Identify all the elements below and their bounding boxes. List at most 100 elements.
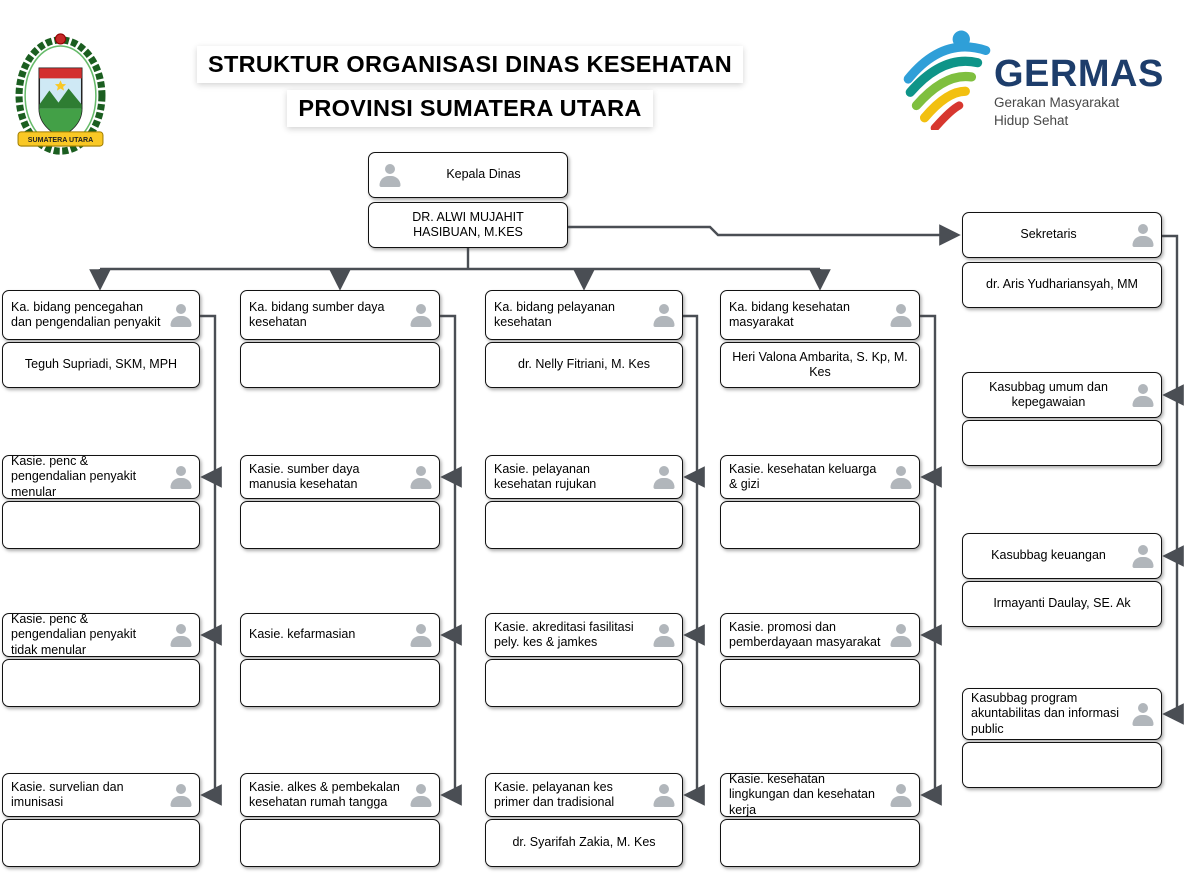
page-title-line1: STRUKTUR ORGANISASI DINAS KESEHATAN (196, 46, 744, 83)
bidang-2-title: Ka. bidang pelayanan kesehatan (494, 299, 615, 329)
bidang-3-title: Ka. bidang kesehatan masyarakat (729, 299, 850, 329)
kasie-1-1-name-box (240, 659, 440, 707)
kepala-dinas-title: Kepala Dinas (446, 167, 521, 182)
bidang-3-title-box: Ka. bidang kesehatan masyarakat (720, 290, 920, 340)
germas-figure-icon (903, 30, 991, 130)
kasie-3-1-title-box: Kasie. promosi dan pemberdayaan masyarak… (720, 613, 920, 657)
bidang-1-title: Ka. bidang sumber daya kesehatan (249, 299, 385, 329)
germas-text: GERMAS Gerakan Masyarakat Hidup Sehat (994, 55, 1164, 129)
kasie-1-2-title-box: Kasie. alkes & pembekalan kesehatan ruma… (240, 773, 440, 817)
kasie-3-2-title: Kasie. kesehatan lingkungan dan kesehata… (729, 772, 875, 817)
person-icon (168, 784, 193, 807)
person-icon (888, 304, 913, 327)
bidang-0-title: Ka. bidang pencegahan dan pengendalian p… (11, 299, 161, 329)
person-icon (408, 784, 433, 807)
kasie-3-1-title: Kasie. promosi dan pemberdayaan masyarak… (729, 619, 881, 649)
kasubbag-1-title: Kasubbag keuangan (991, 548, 1106, 563)
bidang-3-name: Heri Valona Ambarita, S. Kp, M. Kes (732, 349, 908, 379)
germas-tagline-line1: Gerakan Masyarakat (994, 95, 1120, 110)
kasie-3-2-title-box: Kasie. kesehatan lingkungan dan kesehata… (720, 772, 920, 817)
kasie-2-0-title: Kasie. pelayanan kesehatan rujukan (494, 461, 597, 491)
bidang-0-name: Teguh Supriadi, SKM, MPH (24, 357, 178, 372)
person-icon (168, 466, 193, 489)
person-icon (888, 784, 913, 807)
kasie-0-2-title-box: Kasie. survelian dan imunisasi (2, 773, 200, 817)
kepala-dinas-title-box: Kepala Dinas (368, 152, 568, 198)
kasubbag-1-name-box: Irmayanti Daulay, SE. Ak (962, 581, 1162, 627)
person-icon (1130, 545, 1155, 568)
person-icon (1130, 384, 1155, 407)
kasie-3-0-name-box (720, 501, 920, 549)
sekretaris-title: Sekretaris (1020, 227, 1077, 242)
kasie-2-2-name: dr. Syarifah Zakia, M. Kes (512, 835, 656, 850)
person-icon (1130, 224, 1155, 247)
kasie-0-2-title: Kasie. survelian dan imunisasi (11, 779, 124, 809)
kasie-1-1-title-box: Kasie. kefarmasian (240, 613, 440, 657)
bidang-1-title-box: Ka. bidang sumber daya kesehatan (240, 290, 440, 340)
kasubbag-0-title-box: Kasubbag umum dan kepegawaian (962, 372, 1162, 418)
bidang-2-name-box: dr. Nelly Fitriani, M. Kes (485, 342, 683, 388)
kasie-1-1-title: Kasie. kefarmasian (249, 627, 356, 642)
bidang-2-name: dr. Nelly Fitriani, M. Kes (518, 357, 650, 372)
sekretaris-name: dr. Aris Yudhariansyah, MM (986, 277, 1138, 292)
person-icon (408, 466, 433, 489)
kasie-2-2-title: Kasie. pelayanan kes primer dan tradisio… (494, 779, 615, 809)
kepala-dinas-name-box: DR. ALWI MUJAHIT HASIBUAN, M.KES (368, 202, 568, 248)
kasie-1-2-title: Kasie. alkes & pembekalan kesehatan ruma… (249, 779, 400, 809)
kasie-1-0-name-box (240, 501, 440, 549)
bidang-1-name-box (240, 342, 440, 388)
germas-wordmark: GERMAS (994, 53, 1164, 95)
kasie-0-0-title: Kasie. penc & pengendalian penyakit menu… (11, 454, 137, 499)
person-icon (168, 624, 193, 647)
kasubbag-2-title-box: Kasubbag program akuntabilitas dan infor… (962, 688, 1162, 740)
kasie-0-2-name-box (2, 819, 200, 867)
sumut-coat-of-arms-logo: SUMATERA UTARA (15, 33, 106, 155)
person-icon (888, 624, 913, 647)
bidang-0-name-box: Teguh Supriadi, SKM, MPH (2, 342, 200, 388)
kasubbag-0-title: Kasubbag umum dan kepegawaian (989, 379, 1108, 409)
kasie-1-2-name-box (240, 819, 440, 867)
person-icon (651, 624, 676, 647)
page-title: STRUKTUR ORGANISASI DINAS KESEHATAN PROV… (168, 46, 772, 134)
kasie-0-0-name-box (2, 501, 200, 549)
kasie-3-1-name-box (720, 659, 920, 707)
bidang-2-title-box: Ka. bidang pelayanan kesehatan (485, 290, 683, 340)
kasie-1-0-title: Kasie. sumber daya manusia kesehatan (249, 461, 360, 491)
kasie-0-1-title-box: Kasie. penc & pengendalian penyakit tida… (2, 612, 200, 657)
person-icon (377, 164, 402, 187)
person-icon (168, 304, 193, 327)
person-icon (408, 304, 433, 327)
kepala-dinas-name: DR. ALWI MUJAHIT HASIBUAN, M.KES (412, 209, 524, 239)
kasie-2-2-name-box: dr. Syarifah Zakia, M. Kes (485, 819, 683, 867)
bidang-3-name-box: Heri Valona Ambarita, S. Kp, M. Kes (720, 342, 920, 388)
kasie-2-0-name-box (485, 501, 683, 549)
kasubbag-0-name-box (962, 420, 1162, 466)
kasie-3-2-name-box (720, 819, 920, 867)
page-title-line2: PROVINSI SUMATERA UTARA (287, 90, 653, 127)
person-icon (1130, 703, 1155, 726)
kasie-1-0-title-box: Kasie. sumber daya manusia kesehatan (240, 455, 440, 499)
person-icon (888, 466, 913, 489)
kasie-0-0-title-box: Kasie. penc & pengendalian penyakit menu… (2, 454, 200, 499)
kasie-0-1-title: Kasie. penc & pengendalian penyakit tida… (11, 612, 137, 657)
kasubbag-2-title: Kasubbag program akuntabilitas dan infor… (971, 691, 1119, 736)
sekretaris-title-box: Sekretaris (962, 212, 1162, 258)
kasie-2-2-title-box: Kasie. pelayanan kes primer dan tradisio… (485, 773, 683, 817)
person-icon (651, 466, 676, 489)
kasubbag-1-title-box: Kasubbag keuangan (962, 533, 1162, 579)
kasie-2-0-title-box: Kasie. pelayanan kesehatan rujukan (485, 455, 683, 499)
person-icon (408, 624, 433, 647)
coat-banner-text: SUMATERA UTARA (28, 137, 93, 144)
germas-logo: GERMAS Gerakan Masyarakat Hidup Sehat (896, 28, 1164, 130)
kasie-0-1-name-box (2, 659, 200, 707)
kasubbag-1-name: Irmayanti Daulay, SE. Ak (993, 596, 1131, 611)
sekretaris-name-box: dr. Aris Yudhariansyah, MM (962, 262, 1162, 308)
kasie-2-1-title: Kasie. akreditasi fasilitasi pely. kes &… (494, 619, 634, 649)
person-icon (651, 784, 676, 807)
kasie-2-1-title-box: Kasie. akreditasi fasilitasi pely. kes &… (485, 613, 683, 657)
bidang-0-title-box: Ka. bidang pencegahan dan pengendalian p… (2, 290, 200, 340)
kasubbag-2-name-box (962, 742, 1162, 788)
kasie-3-0-title-box: Kasie. kesehatan keluarga & gizi (720, 455, 920, 499)
